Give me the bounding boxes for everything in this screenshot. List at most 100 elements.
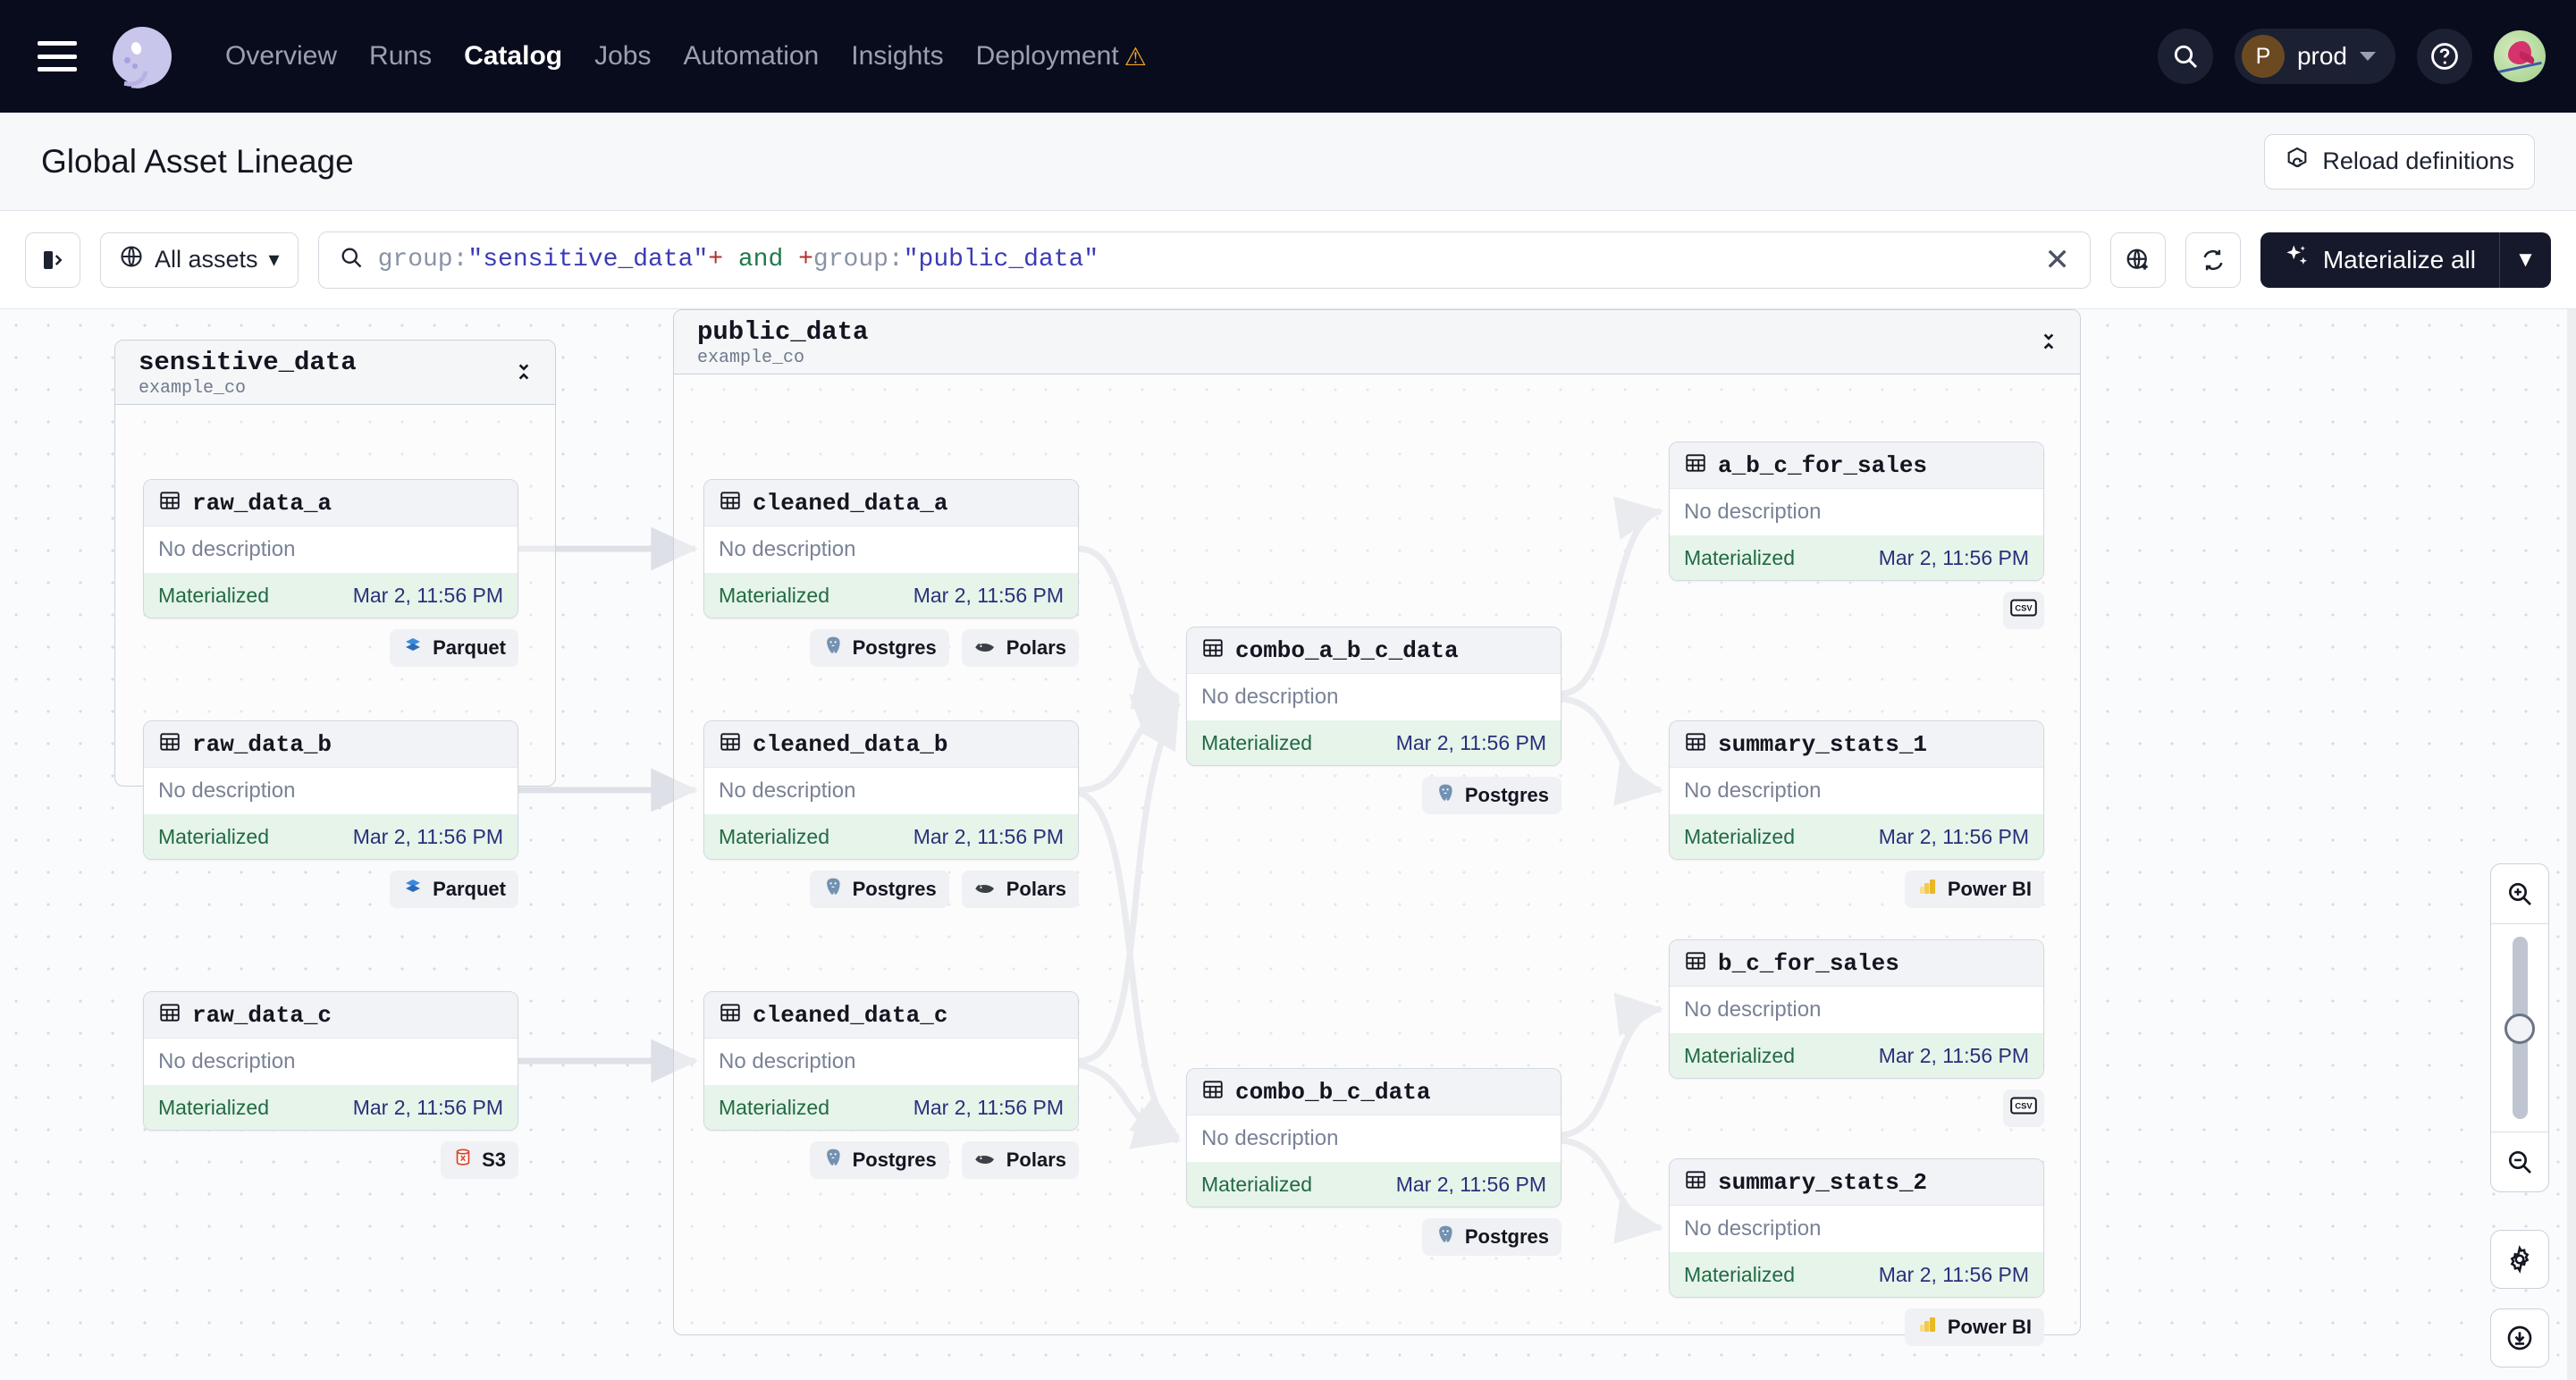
asset-node-header: cleaned_data_a bbox=[704, 480, 1078, 526]
asset-node-description: No description bbox=[1684, 997, 1822, 1022]
asset-tag-label: Postgres bbox=[852, 636, 937, 659]
table-icon bbox=[1684, 1168, 1707, 1196]
nav-link-insights[interactable]: Insights bbox=[851, 41, 944, 71]
asset-tag-postgres[interactable]: Postgres bbox=[809, 871, 949, 908]
group-header: sensitive_data example_co bbox=[115, 341, 555, 405]
nav-link-deployment[interactable]: Deployment ⚠ bbox=[960, 41, 1163, 72]
materialized-timestamp: Mar 2, 11:56 PM bbox=[352, 1095, 503, 1119]
asset-node-header: raw_data_c bbox=[144, 992, 518, 1039]
dagster-logo-icon[interactable] bbox=[113, 27, 172, 91]
nav-link-jobs[interactable]: Jobs bbox=[594, 41, 652, 71]
group-subtitle: example_co bbox=[697, 348, 805, 369]
svg-text:CSV: CSV bbox=[2015, 603, 2033, 613]
asset-tag-polars[interactable]: Polars bbox=[961, 871, 1079, 908]
asset-tag-postgres[interactable]: Postgres bbox=[809, 1141, 949, 1179]
materialize-all-button[interactable]: Materialize all bbox=[2260, 231, 2499, 288]
asset-tag-power-bi[interactable]: Power BI bbox=[1904, 1308, 2044, 1346]
asset-tag-power-bi[interactable]: Power BI bbox=[1904, 871, 2044, 908]
status-badge: Materialized bbox=[1201, 730, 1312, 754]
zoom-slider[interactable] bbox=[2491, 923, 2548, 1132]
zoom-slider-thumb[interactable] bbox=[2504, 1014, 2535, 1044]
asset-tag-csv[interactable]: CSV bbox=[2003, 1090, 2044, 1127]
asset-node-header: a_b_c_for_sales bbox=[1670, 442, 2043, 489]
asset-node-tags: Parquet bbox=[143, 871, 518, 908]
page-title: Global Asset Lineage bbox=[41, 142, 354, 180]
asset-tag-s3[interactable]: S3 bbox=[441, 1141, 518, 1179]
hamburger-menu-icon[interactable] bbox=[38, 41, 77, 72]
lineage-canvas[interactable]: sensitive_data example_co public_data ex… bbox=[0, 309, 2576, 1380]
reload-definitions-button[interactable]: Reload definitions bbox=[2264, 133, 2535, 189]
asset-node-tags: CSV bbox=[1669, 1090, 2044, 1127]
gear-icon[interactable] bbox=[2490, 1230, 2549, 1289]
table-icon bbox=[719, 489, 742, 517]
asset-tag-postgres[interactable]: Postgres bbox=[809, 629, 949, 667]
materialize-all-caret-icon[interactable]: ▼ bbox=[2499, 231, 2551, 288]
parquet-icon bbox=[402, 876, 424, 903]
help-circle-icon[interactable] bbox=[2417, 29, 2472, 84]
collapse-icon[interactable] bbox=[2037, 330, 2060, 353]
nav-link-runs[interactable]: Runs bbox=[369, 41, 433, 71]
asset-tag-parquet[interactable]: Parquet bbox=[390, 629, 518, 667]
query-token-5: group: bbox=[812, 246, 904, 273]
materialize-all-label: Materialize all bbox=[2322, 245, 2476, 273]
nav-link-overview[interactable]: Overview bbox=[225, 41, 338, 71]
main-nav-links: Overview Runs Catalog Jobs Automation In… bbox=[209, 41, 1163, 72]
postgres-icon bbox=[822, 1147, 844, 1174]
deployment-selector[interactable]: P prod bbox=[2234, 29, 2395, 84]
sidebar-toggle-icon[interactable] bbox=[25, 231, 80, 288]
asset-node-description: No description bbox=[158, 537, 296, 561]
asset-node-description: No description bbox=[719, 778, 856, 803]
materialized-timestamp: Mar 2, 11:56 PM bbox=[1878, 824, 2029, 848]
refresh-icon[interactable] bbox=[2185, 231, 2241, 288]
zoom-in-icon[interactable] bbox=[2491, 864, 2548, 923]
zoom-out-icon[interactable] bbox=[2491, 1132, 2548, 1191]
vertical-scrollbar[interactable] bbox=[2567, 309, 2576, 1380]
search-input[interactable]: group:"sensitive_data"+ and +group:"publ… bbox=[317, 231, 2091, 289]
asset-tag-polars[interactable]: Polars bbox=[961, 1141, 1079, 1179]
status-badge: Materialized bbox=[719, 583, 829, 607]
download-circle-icon[interactable] bbox=[2490, 1308, 2549, 1367]
csv-icon: CSV bbox=[2010, 598, 2037, 623]
asset-tag-polars[interactable]: Polars bbox=[961, 629, 1079, 667]
asset-tag-postgres[interactable]: Postgres bbox=[1421, 777, 1562, 814]
reload-definitions-label: Reload definitions bbox=[2322, 147, 2514, 174]
asset-node-description: No description bbox=[1684, 500, 1822, 524]
materialized-timestamp: Mar 2, 11:56 PM bbox=[1395, 1172, 1546, 1196]
materialized-timestamp: Mar 2, 11:56 PM bbox=[1878, 1262, 2029, 1286]
nav-link-catalog[interactable]: Catalog bbox=[464, 41, 563, 71]
collapse-icon[interactable] bbox=[512, 360, 535, 383]
table-icon bbox=[1684, 949, 1707, 977]
asset-node-header: summary_stats_1 bbox=[1670, 721, 2043, 768]
close-x-icon[interactable]: ✕ bbox=[2044, 242, 2070, 277]
asset-node-title: combo_b_c_data bbox=[1235, 1078, 1431, 1106]
all-assets-filter[interactable]: All assets ▾ bbox=[100, 231, 299, 288]
globe-add-icon[interactable] bbox=[2109, 231, 2166, 288]
asset-node-tags: Postgres bbox=[1186, 777, 1562, 814]
asset-tag-postgres[interactable]: Postgres bbox=[1421, 1218, 1562, 1256]
asset-tag-parquet[interactable]: Parquet bbox=[390, 871, 518, 908]
asset-node-description: No description bbox=[1684, 778, 1822, 803]
asset-tag-csv[interactable]: CSV bbox=[2003, 592, 2044, 629]
user-avatar-icon[interactable] bbox=[2494, 30, 2546, 82]
asset-node-description: No description bbox=[1201, 685, 1339, 709]
chevron-down-icon: ▾ bbox=[268, 248, 280, 272]
search-icon[interactable] bbox=[2157, 29, 2213, 84]
nav-link-automation[interactable]: Automation bbox=[683, 41, 820, 71]
asset-tag-label: Parquet bbox=[433, 878, 506, 900]
asset-node-description: No description bbox=[719, 537, 856, 561]
